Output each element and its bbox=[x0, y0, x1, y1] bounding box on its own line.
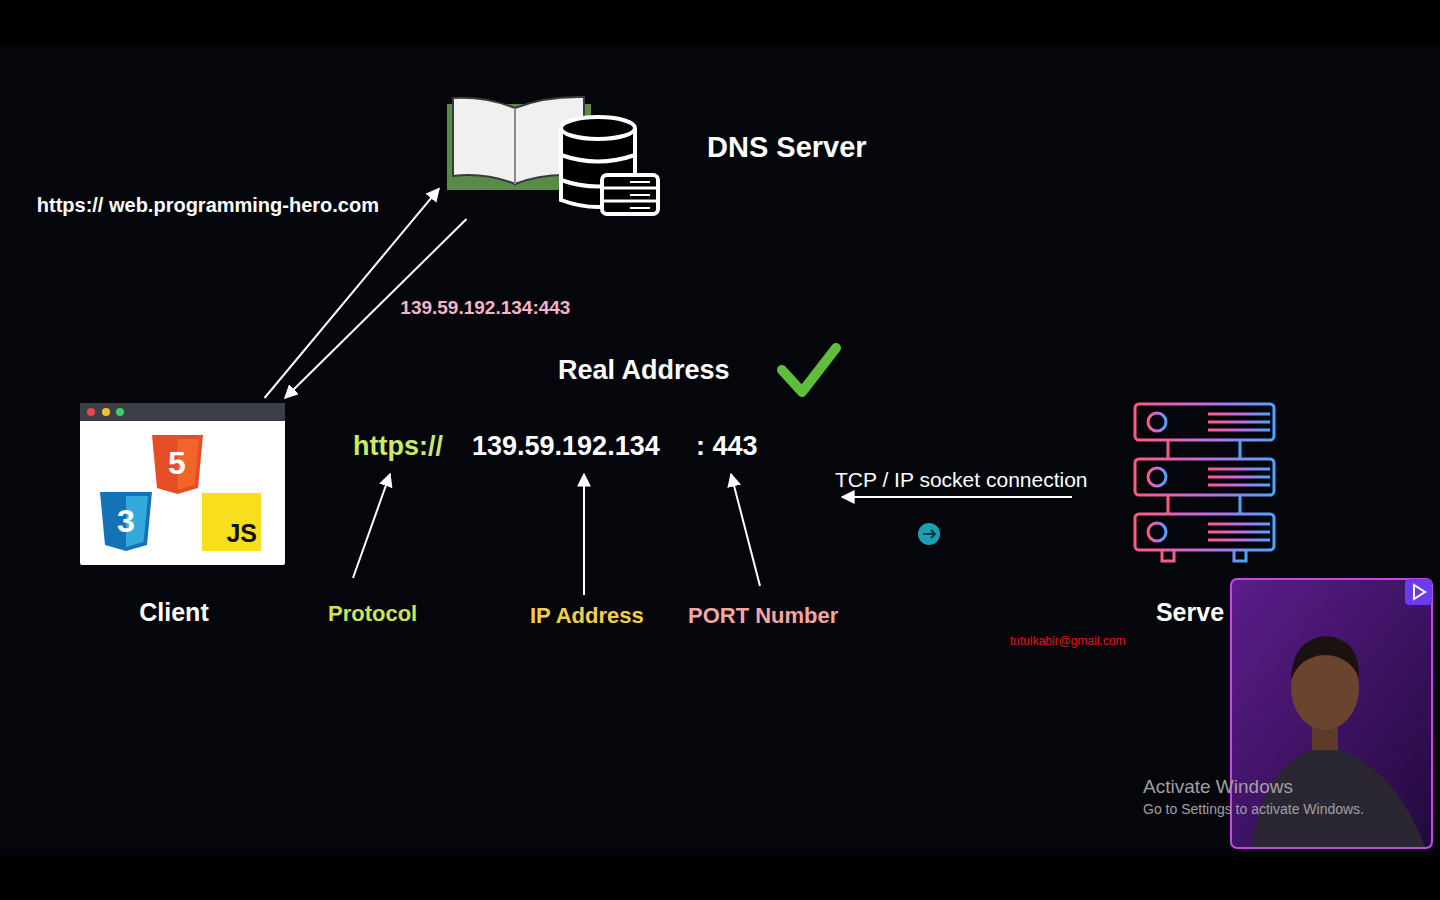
server-vents bbox=[1208, 414, 1270, 430]
dns-server-node: DNS Server bbox=[445, 95, 660, 215]
database-top bbox=[561, 117, 635, 139]
css3-shield bbox=[100, 492, 152, 551]
server-legs bbox=[1162, 550, 1246, 561]
part-label: IP Address bbox=[530, 603, 644, 628]
server-vents bbox=[1208, 524, 1270, 540]
bottom-bar bbox=[0, 855, 1440, 900]
webcam-badge bbox=[1405, 579, 1432, 605]
connector-arrow bbox=[265, 189, 440, 398]
part-label: PORT Number bbox=[688, 603, 838, 628]
tcp-arrow bbox=[842, 496, 1072, 498]
server-icon bbox=[1135, 404, 1274, 561]
js-square bbox=[202, 493, 261, 551]
server-light bbox=[1148, 468, 1166, 486]
server-unit bbox=[1135, 514, 1274, 550]
server-box-line bbox=[602, 200, 658, 203]
url-part: 139.59.192.134 bbox=[472, 431, 660, 462]
leader-arrow bbox=[731, 474, 760, 586]
node-label: DNS Server bbox=[707, 131, 867, 164]
watermark: Go to Settings to activate Windows. bbox=[1143, 801, 1364, 817]
edge-label: https:// web.programming-hero.com bbox=[34, 194, 382, 217]
check-mark bbox=[782, 348, 836, 392]
heading-label: Real Address bbox=[558, 355, 730, 386]
server-box bbox=[602, 175, 658, 214]
book-left-page bbox=[453, 98, 515, 184]
edge-label: 139.59.192.134:443 bbox=[397, 297, 573, 319]
url-part: : 443 bbox=[696, 431, 758, 462]
top-bar bbox=[0, 0, 1440, 45]
leader-arrow bbox=[353, 474, 390, 578]
webcam-badge-icon bbox=[1414, 585, 1425, 599]
server-links bbox=[1168, 440, 1240, 514]
leader-arrow bbox=[583, 474, 585, 595]
server-vents bbox=[1208, 469, 1270, 485]
logo-glyph: 3 bbox=[117, 503, 135, 540]
book-spine bbox=[514, 108, 516, 184]
cursor-dot bbox=[918, 523, 940, 545]
node-label: Serve bbox=[1156, 598, 1224, 627]
client-icon bbox=[80, 403, 285, 565]
node-label: Client bbox=[139, 598, 208, 627]
watermark: tutulkabir@gmail.com bbox=[1010, 635, 1126, 649]
database-band bbox=[561, 155, 635, 162]
person-hair bbox=[1291, 636, 1359, 680]
logo-glyph: 5 bbox=[168, 445, 186, 482]
window-dot bbox=[102, 408, 110, 416]
dns-icon bbox=[447, 97, 658, 214]
browser-title-bar bbox=[80, 403, 285, 421]
window-dot bbox=[87, 408, 95, 416]
server-unit bbox=[1135, 404, 1274, 440]
browser-window bbox=[80, 403, 285, 565]
cursor-arrow bbox=[923, 530, 935, 538]
server-box-slot bbox=[630, 207, 650, 209]
watermark: Activate Windows bbox=[1143, 776, 1293, 798]
url-part: https:// bbox=[353, 431, 443, 462]
arrow-label: TCP / IP socket connection bbox=[835, 468, 1088, 492]
server-light bbox=[1148, 523, 1166, 541]
html5-shield bbox=[152, 435, 203, 494]
server-box-slot bbox=[630, 194, 650, 196]
part-label: Protocol bbox=[328, 601, 417, 626]
server-light bbox=[1148, 413, 1166, 431]
server-unit bbox=[1135, 459, 1274, 495]
logo-glyph: JS bbox=[226, 519, 257, 548]
server-box-slot bbox=[630, 181, 650, 183]
server-box-line bbox=[602, 187, 658, 190]
server-node: Serve bbox=[1133, 400, 1275, 562]
window-dot bbox=[116, 408, 124, 416]
